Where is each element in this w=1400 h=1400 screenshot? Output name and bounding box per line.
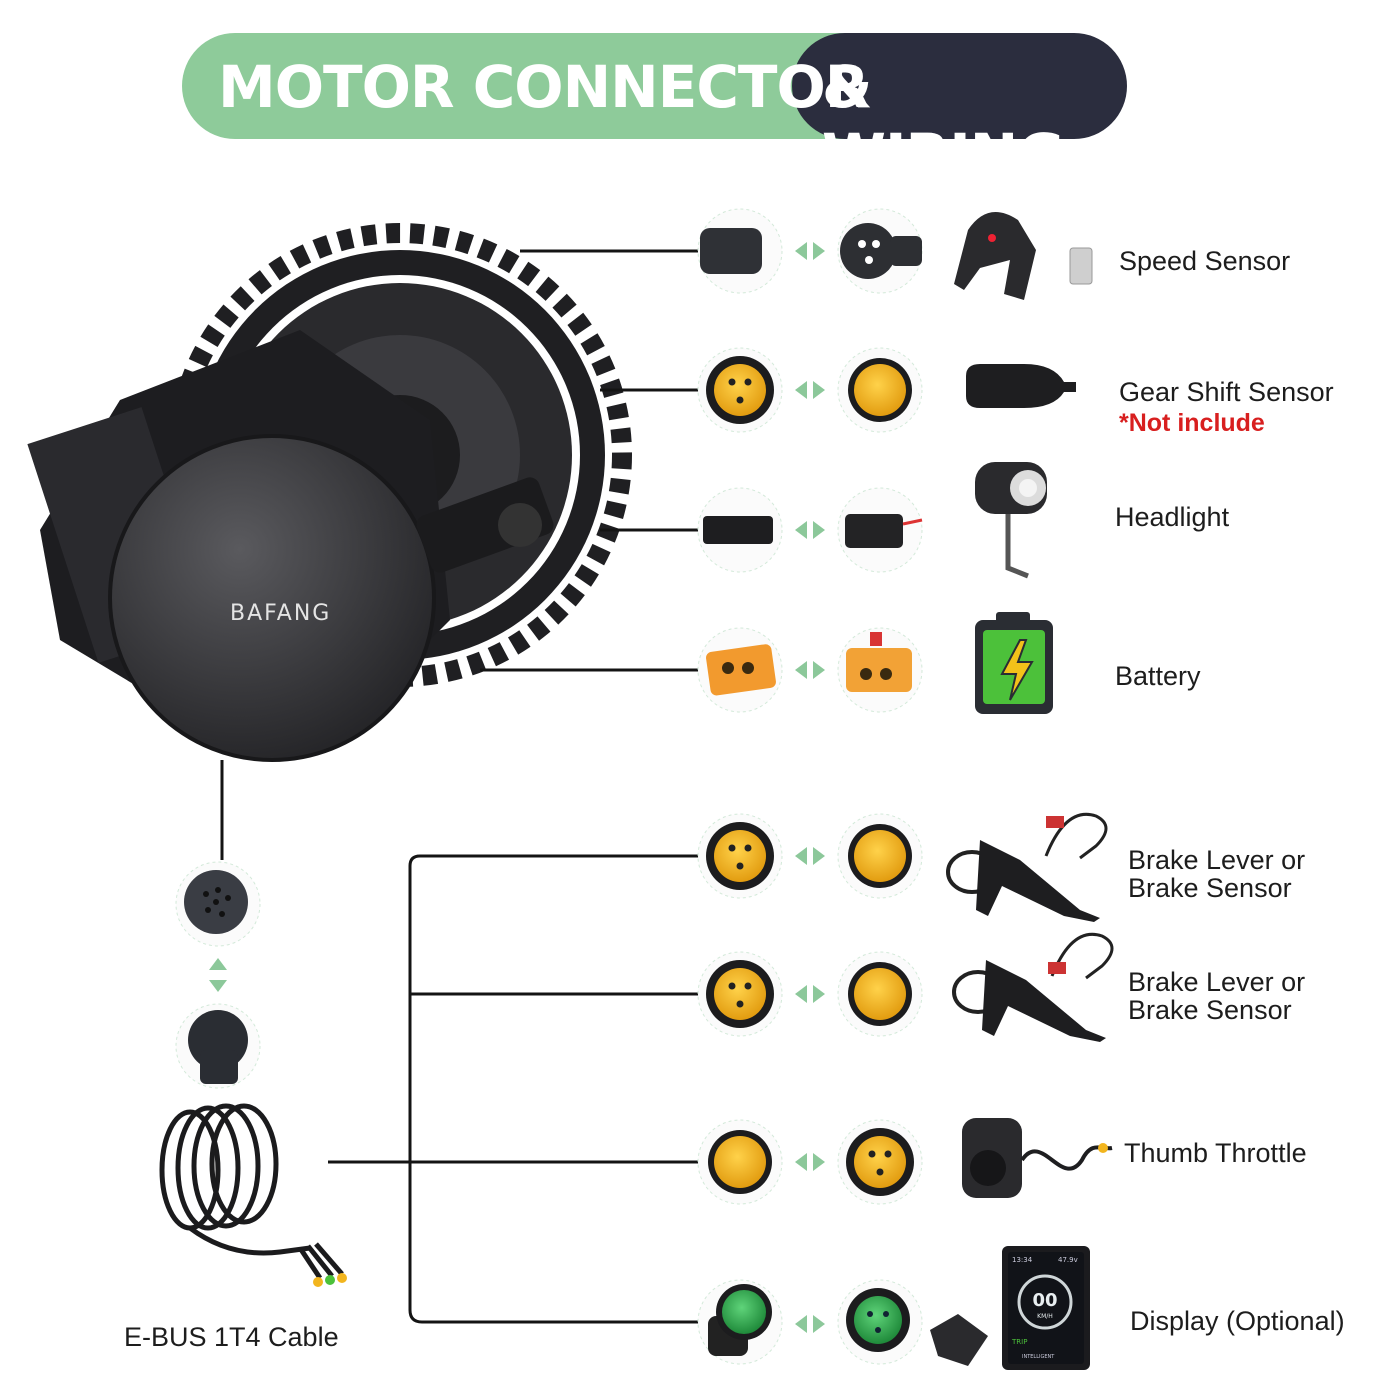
title-left: MOTOR CONNECTOR	[218, 53, 869, 121]
motor-brand: BAFANG	[230, 601, 331, 626]
gear-shift-sensor-image	[966, 364, 1076, 408]
connector-row-brake-2	[697, 951, 923, 1037]
ebus-cable-tips	[313, 1273, 347, 1287]
title-right: & WIRING	[822, 53, 1065, 189]
wires	[220, 249, 700, 1324]
connector-row-speed	[697, 208, 923, 294]
display-brand: INTELLIGENT	[1022, 1354, 1055, 1360]
display-image: 00 KM/H 13:34 47.9v TRIP INTELLIGENT	[930, 1246, 1090, 1370]
label-battery: Battery	[1115, 661, 1201, 691]
label-speed-sensor: Speed Sensor	[1119, 246, 1291, 276]
connector-row-display	[697, 1279, 923, 1365]
connector-row-gear	[697, 347, 923, 433]
ebus-cable-image	[159, 1103, 344, 1280]
thumb-throttle-image	[962, 1118, 1113, 1198]
connector-row-headlight	[697, 487, 923, 573]
display-unit: KM/H	[1037, 1313, 1053, 1320]
title-banner: MOTOR CONNECTOR & WIRING	[182, 33, 1127, 189]
connector-row-throttle	[697, 1119, 923, 1205]
label-brake-1-line2: Brake Sensor	[1128, 873, 1292, 903]
display-trip: TRIP	[1011, 1338, 1027, 1346]
note-not-include: *Not include	[1119, 409, 1265, 437]
title-banner-green	[182, 33, 882, 139]
ebus-connectors	[175, 861, 261, 1089]
pair-arrows	[209, 242, 825, 1333]
motor-image: BAFANG	[27, 223, 632, 762]
display-clock: 13:34	[1012, 1256, 1033, 1264]
brake-lever-image-1	[946, 813, 1108, 922]
label-brake-2-line2: Brake Sensor	[1128, 995, 1292, 1025]
label-brake-1-line1: Brake Lever or	[1128, 845, 1306, 875]
label-ebus-cable: E-BUS 1T4 Cable	[124, 1322, 339, 1352]
label-gear-shift-sensor: Gear Shift Sensor	[1119, 377, 1334, 407]
connector-row-brake-1	[697, 813, 923, 899]
label-headlight: Headlight	[1115, 502, 1230, 532]
display-voltage: 47.9v	[1058, 1256, 1078, 1264]
brake-lever-image-2	[952, 933, 1114, 1042]
label-brake-2-line1: Brake Lever or	[1128, 967, 1306, 997]
label-display: Display (Optional)	[1130, 1306, 1345, 1336]
connector-row-battery	[697, 627, 923, 713]
display-speed: 00	[1032, 1290, 1057, 1311]
battery-icon	[975, 612, 1053, 714]
headlight-image	[975, 462, 1047, 579]
speed-sensor-image	[954, 212, 1093, 300]
title-banner-dark	[792, 33, 1127, 139]
label-thumb-throttle: Thumb Throttle	[1124, 1138, 1307, 1168]
